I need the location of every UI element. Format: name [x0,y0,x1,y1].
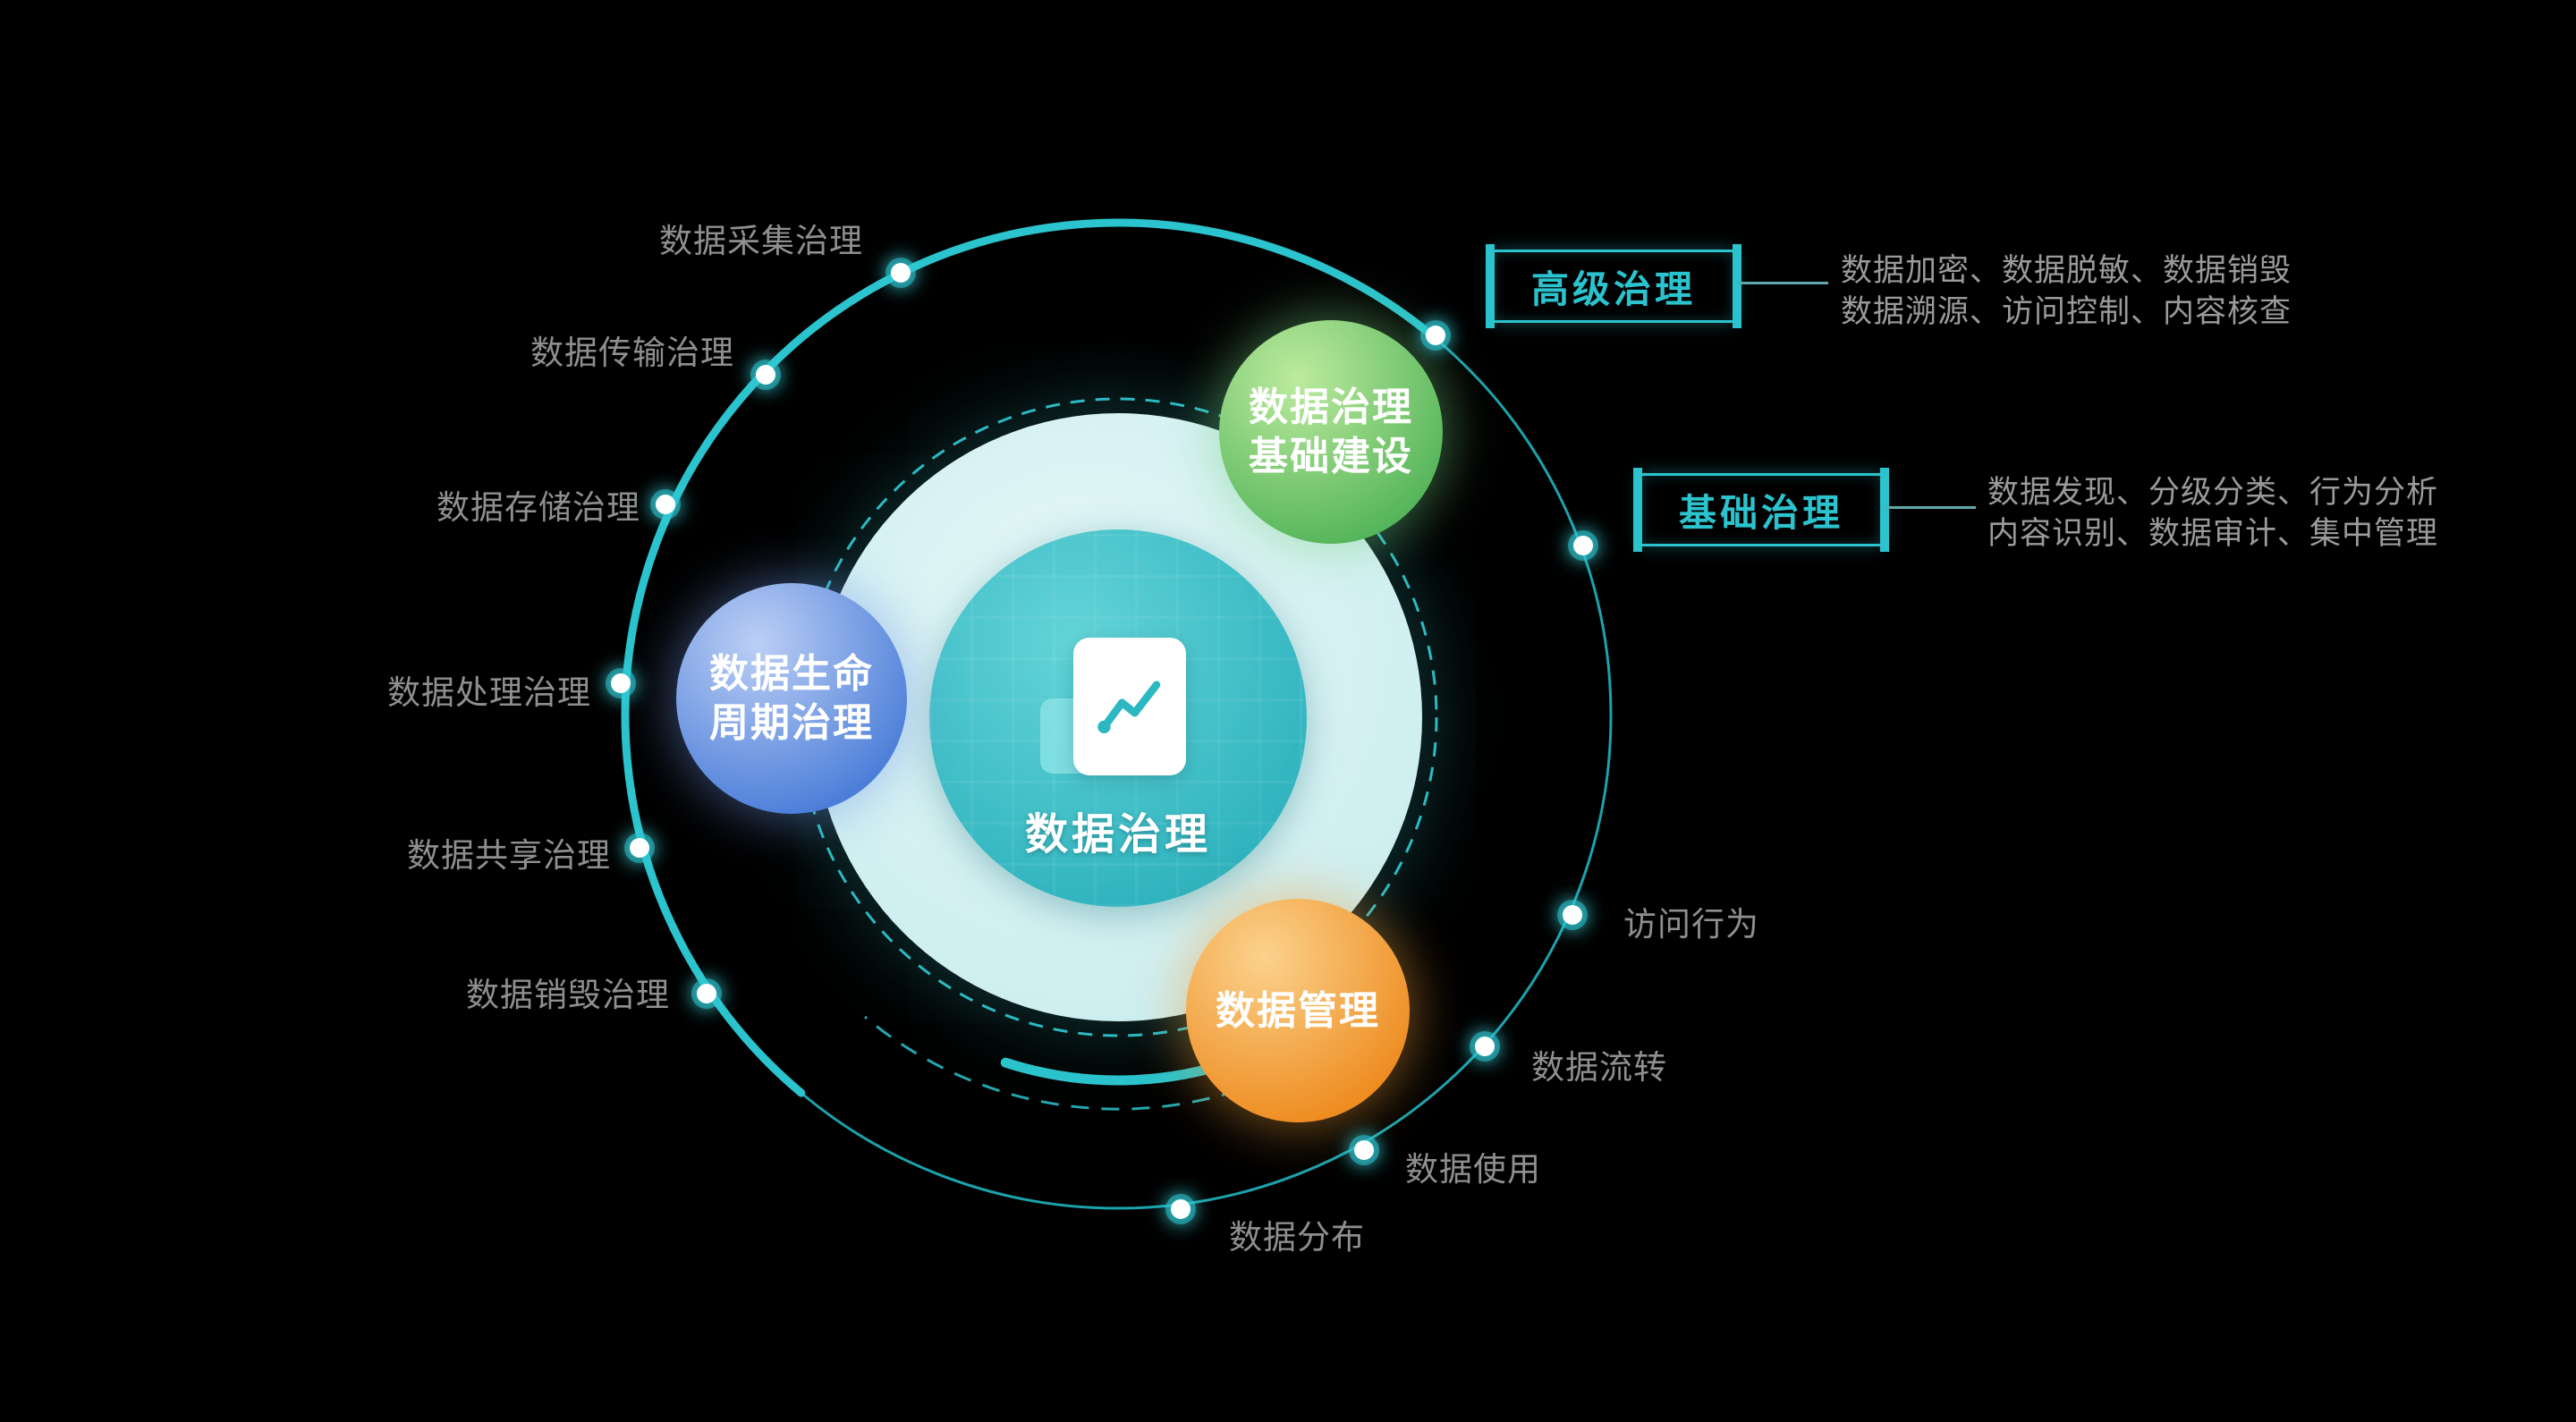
satellite-label-line: 数据治理 [1249,385,1413,430]
chart-document-icon [1073,638,1186,775]
orbit-node-storage [656,495,675,514]
trend-line-icon [1097,681,1161,733]
orbit-label-data-flow: 数据流转 [1531,1048,1667,1087]
callout-desc-line: 数据溯源、访问控制、内容核查 [1841,294,2292,330]
orbit-label-data-distribution: 数据分布 [1229,1218,1365,1257]
orbit-node-data-distribution [1171,1199,1191,1219]
orbit-node-data-usage [1354,1140,1374,1160]
orbit-node-advanced [1426,326,1445,345]
satellite-data-management: 数据管理 [1186,899,1410,1122]
center-title: 数据治理 [1024,809,1212,859]
orbit-label-transmission: 数据传输治理 [530,334,734,372]
satellite-label-line: 周期治理 [709,700,874,746]
callout-desc-line: 数据加密、数据脱敏、数据销毁 [1841,252,2292,289]
satellite-governance-infrastructure: 数据治理 基础建设 [1219,320,1443,544]
orbit-label-storage: 数据存储治理 [436,488,640,527]
orbit-label-processing: 数据处理治理 [387,673,591,712]
orbit-node-processing [611,673,631,693]
callout-box-advanced: 高级治理 [1486,244,1741,328]
orbit-label-collection: 数据采集治理 [659,222,863,260]
callout-connector-advanced [1739,282,1828,284]
callout-connector-basic [1886,506,1976,509]
callout-desc-basic: 数据发现、分级分类、行为分析 内容识别、数据审计、集中管理 [1987,472,2438,554]
satellite-label-line: 基础建设 [1249,434,1413,479]
orbit-label-sharing: 数据共享治理 [407,836,611,875]
callout-title-basic: 基础治理 [1678,490,1843,535]
orbit-node-destruction [697,984,716,1003]
orbit-node-collection [891,263,911,283]
orbit-node-transmission [756,365,775,385]
callout-desc-advanced: 数据加密、数据脱敏、数据销毁 数据溯源、访问控制、内容核查 [1841,250,2292,333]
orbit-node-sharing [630,838,649,858]
satellite-data-lifecycle: 数据生命 周期治理 [676,583,907,814]
orbit-node-data-flow [1475,1037,1495,1056]
callout-desc-line: 内容识别、数据审计、集中管理 [1987,516,2439,552]
satellite-label-line: 数据管理 [1216,987,1380,1034]
satellite-label-line: 数据生命 [709,651,874,697]
orbit-label-destruction: 数据销毁治理 [466,976,670,1014]
callout-box-basic: 基础治理 [1633,468,1889,552]
callout-title-advanced: 高级治理 [1530,267,1696,311]
orbit-label-access-behavior: 访问行为 [1623,905,1759,944]
callout-desc-line: 数据发现、分级分类、行为分析 [1987,474,2439,511]
orbit-node-basic [1573,536,1593,555]
orbit-node-access-behavior [1563,905,1582,925]
orbit-label-data-usage: 数据使用 [1405,1150,1541,1189]
